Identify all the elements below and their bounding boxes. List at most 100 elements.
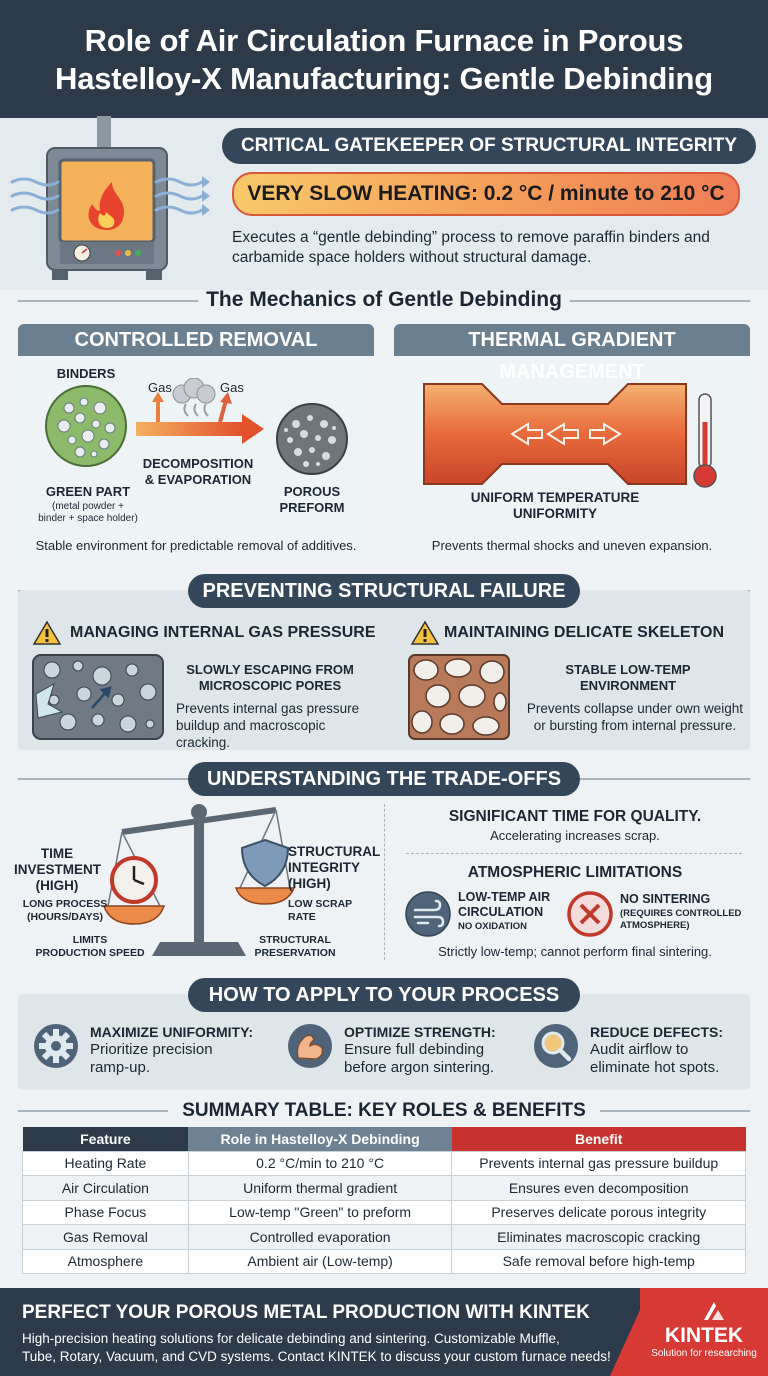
time-line3: (HIGH) — [35, 878, 79, 893]
thermal-bar-icon — [423, 383, 687, 485]
table-row: Heating Rate 0.2 °C/min to 210 °C Preven… — [22, 1150, 746, 1176]
footer-text: High-precision heating solutions for del… — [22, 1330, 632, 1366]
table-cell: Eliminates macroscopic cracking — [451, 1224, 746, 1250]
decomposition-line1: DECOMPOSITION — [142, 456, 254, 471]
table-cell: Air Circulation — [22, 1175, 189, 1201]
green-part-label: GREEN PART — [45, 484, 131, 499]
nosinter-line2: ATMOSPHERE) — [620, 920, 690, 931]
no-oxidation-label: NO OXIDATION — [458, 921, 527, 932]
skeleton-icon — [408, 654, 510, 740]
time-investment-label: TIME INVESTMENT (HIGH) — [14, 846, 102, 894]
limits-line1: LIMITS — [72, 934, 108, 946]
apply-1-line2: ramp-up. — [90, 1059, 151, 1076]
gas-desc-line2: buildup and macroscopic cracking. — [176, 718, 326, 750]
page-title-line2: Hastelloy-X Manufacturing: Gentle Debind… — [55, 61, 713, 96]
intro-desc-line2: carbamide space holders without structur… — [232, 249, 592, 266]
escaping-label: SLOWLY ESCAPING FROM MICROSCOPIC PORES — [170, 662, 370, 694]
scrap-line2: RATE — [288, 911, 316, 923]
divider-left — [18, 300, 198, 302]
gas-cloud-icon — [172, 378, 216, 404]
apply-item-2-title: OPTIMIZE STRENGTH: — [344, 1024, 496, 1040]
porous-line1: POROUS — [283, 484, 341, 499]
green-part-sub: (metal powder + binder + space holder) — [28, 501, 148, 525]
table-cell: Ensures even decomposition — [451, 1175, 746, 1201]
strict-note: Strictly low-temp; cannot perform final … — [438, 944, 712, 959]
apply-item-3-title: REDUCE DEFECTS: — [590, 1024, 724, 1040]
footer-line1: High-precision heating solutions for del… — [22, 1331, 560, 1346]
low-scrap-label: LOW SCRAP RATE — [288, 898, 378, 924]
long-line1: LONG PROCESS — [22, 898, 108, 910]
skeleton-title: MAINTAINING DELICATE SKELETON — [444, 624, 724, 641]
apply-3-line2: eliminate hot spots. — [590, 1059, 720, 1076]
table-cell: Safe removal before high-temp — [451, 1248, 746, 1274]
kintek-logo[interactable]: KINTEK Solution for researching — [640, 1288, 768, 1376]
tradeoffs-vdivider — [384, 804, 385, 960]
uniform-temperature-label: UNIFORM TEMPERATURE UNIFORMITY — [450, 490, 660, 522]
skeleton-desc-line1: Prevents collapse under own weight — [526, 701, 744, 716]
clock-icon — [110, 856, 158, 904]
green-sub-line1: (metal powder + — [52, 501, 124, 512]
limits-speed-label: LIMITS PRODUCTION SPEED — [30, 934, 150, 960]
escaping-line1: SLOWLY ESCAPING FROM — [186, 662, 354, 677]
apply-item-1-text: Prioritize precision ramp-up. — [90, 1041, 213, 1077]
preservation-label: STRUCTURAL PRESERVATION — [250, 934, 340, 960]
long-line2: (HOURS/DAYS) — [26, 911, 104, 923]
apply-item-3-text: Audit airflow to eliminate hot spots. — [590, 1041, 719, 1077]
controlled-removal-head: CONTROLLED REMOVAL — [18, 324, 374, 356]
binders-label: BINDERS — [56, 366, 116, 381]
shield-icon — [240, 838, 290, 888]
table-row: Atmosphere Ambient air (Low-temp) Safe r… — [22, 1248, 746, 1274]
gear-icon — [34, 1024, 78, 1068]
furnace-icon — [10, 116, 210, 280]
table-row: Phase Focus Low-temp "Green" to preform … — [22, 1199, 746, 1225]
struct-line2: INTEGRITY — [288, 860, 361, 875]
mechanics-title: The Mechanics of Gentle Debinding — [206, 288, 562, 311]
uniform-line1: UNIFORM TEMPERATURE — [470, 490, 640, 505]
pores-icon — [32, 654, 164, 740]
atmo-title: ATMOSPHERIC LIMITATIONS — [467, 864, 683, 881]
no-sintering-sub: (REQUIRES CONTROLLED ATMOSPHERE) — [620, 908, 741, 932]
table-header-feature: Feature — [22, 1127, 189, 1151]
quality-divider — [406, 853, 742, 854]
gas-pressure-title: MANAGING INTERNAL GAS PRESSURE — [70, 624, 376, 641]
struct-line1: STRUCTURAL — [288, 844, 381, 859]
apply-item-1-title: MAXIMIZE UNIFORMITY: — [90, 1024, 254, 1040]
thermometer-icon — [693, 393, 717, 488]
pres-line2: PRESERVATION — [254, 947, 336, 959]
table-row: Gas Removal Controlled evaporation Elimi… — [22, 1224, 746, 1250]
porous-preform-label: POROUS PREFORM — [262, 484, 362, 516]
failure-pill: PREVENTING STRUCTURAL FAILURE — [188, 574, 580, 608]
muscle-icon — [288, 1024, 332, 1068]
warning-icon — [410, 620, 440, 645]
header-banner: Role of Air Circulation Furnace in Porou… — [0, 0, 768, 118]
table-header-benefit: Benefit — [451, 1127, 746, 1151]
footer-title: PERFECT YOUR POROUS METAL PRODUCTION WIT… — [22, 1302, 590, 1323]
table-cell: Atmosphere — [22, 1248, 189, 1274]
gas-label-1: Gas — [148, 380, 172, 395]
apply-pill: HOW TO APPLY TO YOUR PROCESS — [188, 978, 580, 1012]
logo-mark-icon — [704, 1302, 724, 1320]
flame-icon — [88, 182, 124, 230]
green-part-icon — [45, 385, 127, 467]
table-cell: Low-temp "Green" to preform — [187, 1199, 453, 1225]
table-cell: Gas Removal — [22, 1224, 189, 1250]
pres-line1: STRUCTURAL — [259, 934, 331, 946]
apply-3-line1: Audit airflow to — [590, 1041, 689, 1058]
apply-2-line2: before argon sintering. — [344, 1059, 495, 1076]
uniform-line2: UNIFORMITY — [513, 506, 597, 521]
green-sub-line2: binder + space holder) — [38, 513, 138, 524]
quality-sub: Accelerating increases scrap. — [490, 828, 660, 843]
time-line2: INVESTMENT — [14, 862, 102, 877]
thermal-gradient-caption: Prevents thermal shocks and uneven expan… — [431, 538, 713, 553]
lowtemp-line2: ENVIRONMENT — [579, 678, 677, 693]
limits-line2: PRODUCTION SPEED — [35, 947, 145, 959]
decomposition-label: DECOMPOSITION & EVAPORATION — [136, 456, 260, 488]
skeleton-desc: Prevents collapse under own weight or bu… — [520, 700, 750, 734]
divider-right — [570, 300, 750, 302]
table-header-role: Role in Hastelloy-X Debinding — [188, 1127, 452, 1151]
apply-item-2-text: Ensure full debinding before argon sinte… — [344, 1041, 494, 1077]
struct-line3: (HIGH) — [288, 876, 331, 891]
apply-2-line1: Ensure full debinding — [344, 1041, 485, 1058]
thermal-gradient-head: THERMAL GRADIENT MANAGEMENT — [394, 324, 750, 383]
intro-description: Executes a “gentle debinding” process to… — [232, 228, 762, 268]
